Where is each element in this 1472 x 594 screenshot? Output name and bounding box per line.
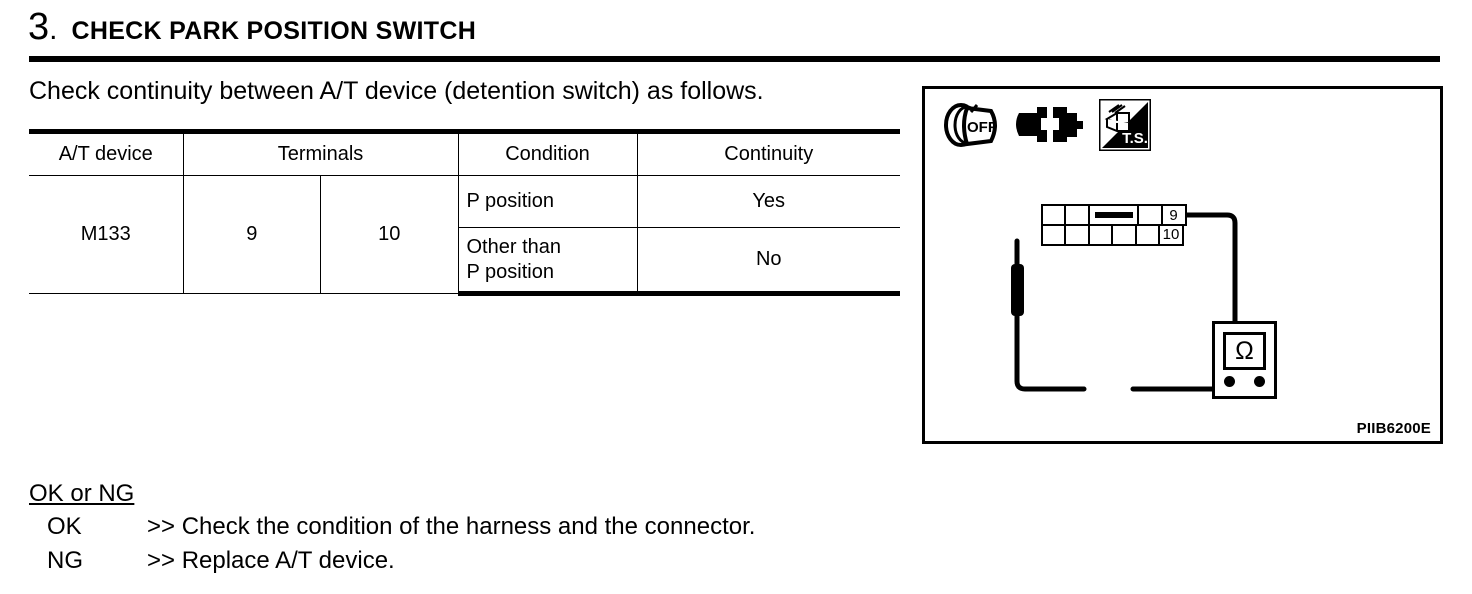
svg-text:OFF: OFF <box>967 119 997 136</box>
page-title: 3 . CHECK PARK POSITION SWITCH <box>28 8 476 46</box>
condition-line-1: Other than <box>466 235 562 258</box>
wiring-diagram-panel: OFF <box>922 86 1443 444</box>
cell-continuity-2: No <box>636 227 900 296</box>
step-number: 3 <box>28 6 50 48</box>
connector-cell <box>1087 223 1114 246</box>
column-header-device: A/T device <box>29 129 184 176</box>
connector-cell <box>1064 223 1090 246</box>
tool-switch-icon: T.S. <box>1097 97 1153 156</box>
cell-continuity-1: Yes <box>636 175 900 228</box>
wiring-lines <box>1011 208 1238 392</box>
continuity-table: A/T device Terminals Condition Continuit… <box>29 129 900 296</box>
condition-line-2: P position <box>466 260 554 283</box>
diagram-icon-row: OFF <box>941 97 1153 156</box>
heading-divider <box>29 56 1440 62</box>
cell-condition-1: P position <box>457 175 638 228</box>
ohmmeter-display: Ω <box>1223 332 1266 370</box>
ohmmeter-probe-terminal-right <box>1254 376 1265 387</box>
result-line-ng: NG >> Replace A/T device. <box>29 545 755 577</box>
connector-disconnect-icon <box>1015 99 1085 156</box>
cell-device: M133 <box>29 175 184 294</box>
result-key-ok: OK <box>47 512 82 540</box>
connector-row-bottom: 10 <box>1040 223 1187 246</box>
ohmmeter-probe-terminal-left <box>1224 376 1235 387</box>
svg-text:T.S.: T.S. <box>1122 130 1148 147</box>
connector-cell <box>1134 223 1161 246</box>
table-row: M133 9 10 P position Yes <box>29 175 900 294</box>
table-row: Other than P position No <box>29 227 900 296</box>
result-line-ok: OK >> Check the condition of the harness… <box>29 511 755 543</box>
result-key-ng: NG <box>47 547 83 575</box>
column-header-terminals: Terminals <box>182 129 459 176</box>
step-separator: . <box>49 13 58 46</box>
terminal-9-label: 9 <box>1169 206 1178 224</box>
result-value-ok: >> Check the condition of the harness an… <box>147 512 756 540</box>
result-section-title: OK or NG <box>29 480 135 507</box>
cell-condition-2: Other than P position <box>458 227 638 296</box>
column-header-continuity: Continuity <box>636 129 900 176</box>
table-header-row: A/T device Terminals Condition Continuit… <box>29 129 900 176</box>
result-value-ng: >> Replace A/T device. <box>147 547 395 575</box>
ohmmeter: Ω <box>1212 321 1277 399</box>
cell-terminal-1: 9 <box>182 175 321 294</box>
column-header-condition: Condition <box>457 129 638 176</box>
connector-block: 9 10 <box>1040 204 1187 246</box>
step-title-text: CHECK PARK POSITION SWITCH <box>71 17 477 45</box>
connector-cell <box>1040 223 1067 246</box>
connector-row-top: 9 <box>1040 204 1187 226</box>
terminal-10-label: 10 <box>1162 226 1180 243</box>
ignition-off-icon: OFF <box>941 99 1001 156</box>
connector-cell <box>1111 223 1137 246</box>
connector-terminal-10: 10 <box>1158 223 1184 246</box>
instruction-text: Check continuity between A/T device (det… <box>29 77 764 105</box>
figure-caption: PIIB6200E <box>1356 420 1431 437</box>
result-section: OK or NG OK >> Check the condition of th… <box>29 480 755 578</box>
cell-terminal-2: 10 <box>320 175 459 294</box>
